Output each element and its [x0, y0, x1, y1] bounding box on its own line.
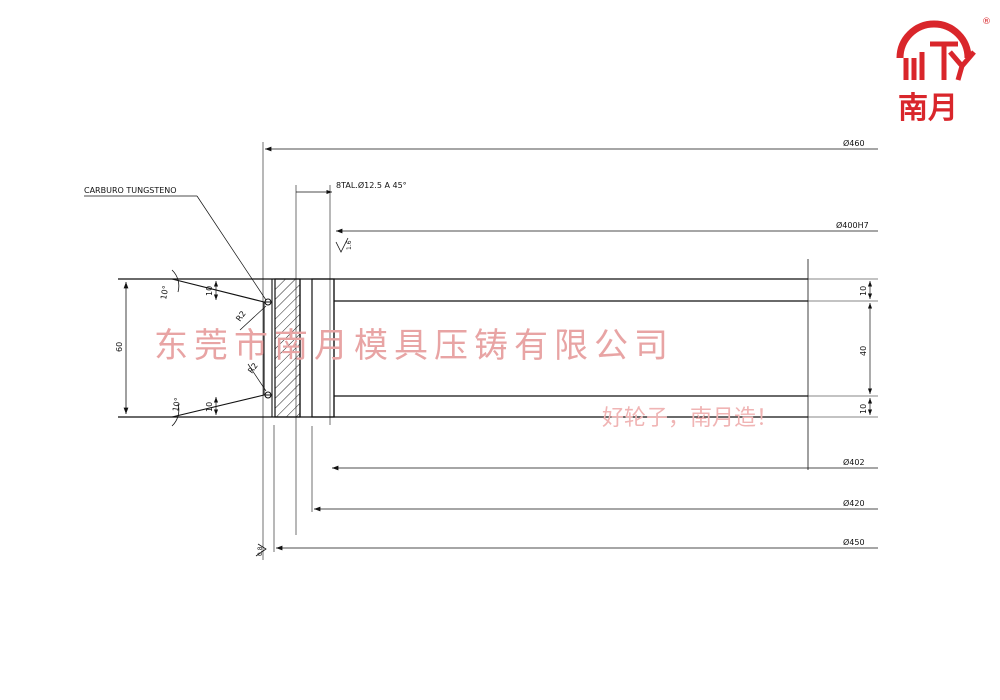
roughness-top-label: 1.6: [346, 240, 353, 250]
registered-mark: ®: [982, 17, 991, 27]
carbide-insert-bottom: [171, 391, 273, 418]
company-logo: 南月 ®: [896, 17, 991, 126]
roughness-symbol-top-icon: [335, 237, 349, 253]
dim-right-top: 10: [859, 286, 868, 296]
part-outline: [118, 259, 878, 470]
dim-d402: Ø402: [843, 457, 865, 467]
dim-d400h7: Ø400H7: [836, 220, 869, 230]
radius-top-label: R2: [234, 309, 247, 323]
dim-d450: Ø450: [843, 537, 865, 547]
holes-note: 8TAL.Ø12.5 A 45°: [336, 180, 407, 190]
dim-right-bottom: 10: [859, 404, 868, 414]
dim-d460: Ø460: [843, 138, 865, 148]
angle-top-label: 10°: [159, 285, 170, 301]
material-note: CARBURO TUNGSTENO: [84, 186, 177, 195]
watermark-slogan: 好轮子，南月造！: [602, 406, 778, 431]
roughness-symbol-bottom-icon: [255, 543, 267, 557]
dim-right-mid: 40: [859, 346, 868, 356]
angle-bottom-label: 10°: [171, 397, 182, 413]
dim-d420: Ø420: [843, 498, 865, 508]
logo-name: 南月: [898, 91, 958, 126]
dim-10-top-left: 10: [205, 286, 214, 296]
watermark-company: 东莞市南月模具压铸有限公司: [154, 326, 674, 366]
logo-mark-icon: [896, 20, 976, 81]
roughness-bottom-label: 0.8: [257, 546, 264, 556]
dim-60-label: 60: [115, 342, 124, 352]
dim-10-bottom-left: 10: [205, 402, 214, 412]
